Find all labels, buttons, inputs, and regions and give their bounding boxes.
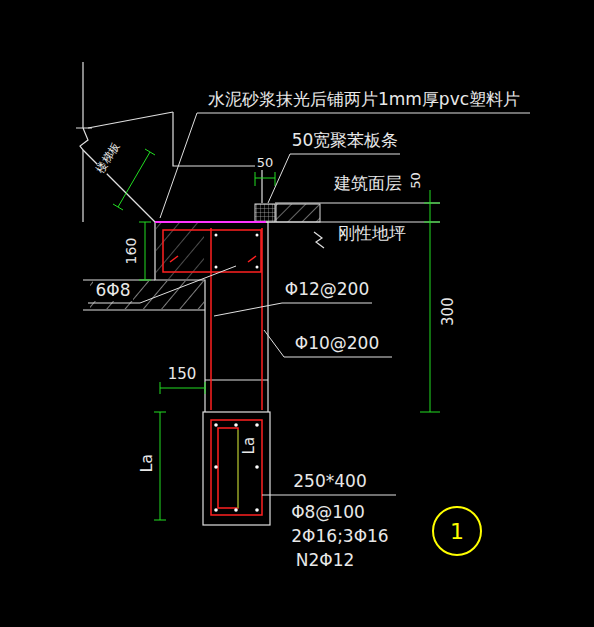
callout-number: 1 (450, 519, 464, 544)
drawing-label: 2Φ16;3Φ16 (289, 527, 390, 547)
drawing-label: 水泥砂浆抹光后铺两片1mm厚pvc塑料片 (206, 90, 522, 110)
drawing-label: 50 (255, 156, 276, 171)
callout-circle: 1 (432, 506, 482, 556)
drawing-label: 160 (123, 236, 139, 267)
drawing-label: Φ12@200 (283, 280, 371, 300)
dimension-lines (113, 149, 440, 520)
leader-lines (88, 113, 530, 495)
drawing-label: La (138, 452, 156, 475)
drawing-label: 楼梯板 (93, 139, 123, 177)
drawing-label: 6Φ8 (93, 281, 132, 301)
rebar (163, 228, 262, 515)
pvc-sheet (155, 221, 266, 223)
drawing-label: 150 (166, 366, 199, 383)
drawing-label: 50 (409, 170, 424, 191)
drawing-label: 250*400 (291, 472, 368, 492)
drawing-label: N2Φ12 (294, 551, 357, 571)
drawing-label: 刚性地坪 (336, 224, 408, 244)
drawing-label: Φ10@200 (293, 334, 381, 354)
drawing-label: 300 (439, 296, 456, 329)
drawing-label: 建筑面层 (332, 174, 404, 194)
polystyrene-strip (255, 204, 275, 222)
structure-lines (76, 62, 440, 525)
drawing-label: Φ8@100 (289, 503, 367, 523)
rebar-dots (214, 234, 259, 512)
floor-finish (276, 204, 320, 222)
drawing-label: 50宽聚苯板条 (290, 131, 401, 151)
drawing-label: La (241, 435, 258, 457)
